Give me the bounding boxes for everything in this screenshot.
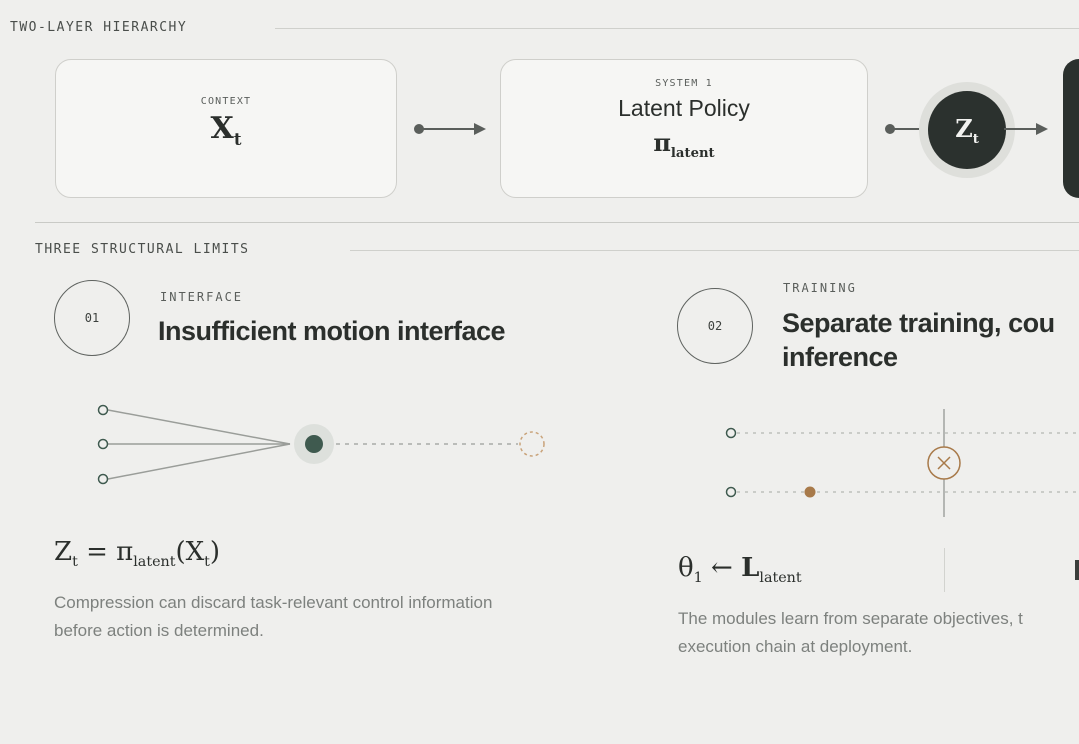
limit-number-badge: 01 (54, 280, 130, 356)
latent-policy-symbol: πlatent (653, 128, 715, 161)
limit-tag: INTERFACE (160, 290, 244, 304)
hierarchy-section-rule (275, 28, 1079, 29)
latent-to-next-arrow (1004, 123, 1048, 135)
limit-title: Separate training, cou inference (782, 308, 1055, 372)
limits-section-label: THREE STRUCTURAL LIMITS (35, 242, 250, 257)
limit-description: Compression can discard task-relevant co… (54, 593, 493, 640)
context-box: CONTEXT Xt (55, 59, 397, 198)
system-tag: SYSTEM 1 (655, 78, 713, 89)
limit-title: Insufficient motion interface (158, 316, 506, 346)
formula-divider (944, 548, 945, 592)
latent-node: Zt (928, 91, 1006, 169)
separate-training-diagram (725, 409, 1079, 517)
latent-node-symbol: Zt (955, 113, 979, 147)
compression-diagram (97, 404, 545, 485)
hierarchy-section-label: TWO-LAYER HIERARCHY (10, 20, 188, 35)
context-tag: CONTEXT (200, 96, 252, 107)
context-symbol: Xt (210, 111, 242, 149)
next-dark-box (1063, 59, 1079, 198)
limit-formula: Zt = πlatent(Xt) (54, 537, 221, 571)
hierarchy-bottom-rule (35, 222, 1079, 223)
limit-description: The modules learn from separate objectiv… (678, 609, 1023, 656)
formula-partial (1075, 560, 1079, 580)
limit-number-badge: 02 (677, 288, 753, 364)
limit-formula: θ1 ← Llatent (678, 553, 802, 587)
limit-tag: TRAINING (783, 281, 857, 295)
context-to-system-arrow (414, 123, 486, 135)
latent-policy-box: SYSTEM 1 Latent Policy πlatent (500, 59, 868, 198)
limits-section-rule (350, 250, 1079, 251)
latent-policy-title: Latent Policy (618, 95, 750, 121)
